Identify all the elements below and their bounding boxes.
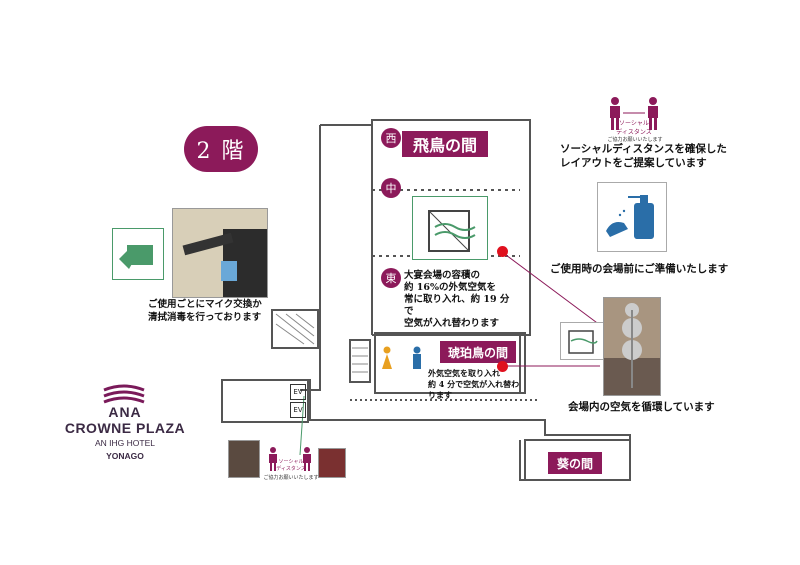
floor-badge: 2 階	[184, 126, 258, 172]
social-distance-sign-small-label: ソーシャル ディスタンス	[276, 459, 306, 472]
restroom-female-icon	[382, 346, 392, 369]
connector-ev	[299, 395, 305, 456]
stair-kohaku	[349, 339, 371, 383]
microphone-note: ご使用ごとにマイク交換か 清拭消毒を行っております	[148, 299, 262, 323]
logo-brand-line2: CROWNE PLAZA	[64, 420, 186, 436]
elevator-photo	[228, 440, 260, 478]
direction-middle-badge: 中	[381, 178, 401, 198]
social-distance-sign-small	[269, 447, 311, 471]
crowne-plaza-logo-mark	[103, 384, 145, 404]
social-distance-note: ソーシャルディスタンスを確保した レイアウトをご提案しています	[560, 143, 727, 169]
window-air-icon	[428, 210, 476, 252]
sanitizer-sign	[597, 182, 667, 252]
social-distance-sign-label: ソーシャル ディスタンス	[616, 120, 652, 136]
direction-west-badge: 西	[381, 128, 401, 148]
mic-disinfect-sign	[112, 228, 164, 280]
connector-circulation	[501, 251, 613, 335]
microphone-photo	[172, 208, 268, 298]
kohaku-wall	[374, 332, 526, 394]
window-air-icon	[568, 330, 598, 354]
person-icon	[610, 97, 658, 130]
logo-brand-line1: ANA	[108, 404, 142, 420]
main-hall-air-note: 大宴会場の容積の 約 16%の外気空気を 常に取り入れ、約 19 分で 空気が入…	[404, 270, 510, 329]
disinfectant-note: ご使用時の会場前にご準備いたします	[550, 263, 729, 275]
window-air-sign	[412, 196, 488, 260]
hall-wall-west	[300, 125, 321, 391]
fan-photo	[603, 297, 661, 396]
stair-left	[271, 309, 319, 349]
circulation-note: 会場内の空気を循環しています	[568, 401, 715, 413]
restroom-icons	[382, 346, 421, 369]
person-icon	[269, 447, 311, 471]
social-distance-request-small: ご協力お願いいたします	[263, 475, 319, 481]
elevator-label-1: EV	[290, 384, 306, 400]
circulation-sign	[560, 322, 604, 360]
direction-east-badge: 東	[381, 268, 401, 288]
room-aoi-title: 葵の間	[548, 452, 602, 474]
elevator-block	[221, 379, 309, 423]
sanitizer-marker	[497, 246, 508, 257]
logo-city: YONAGO	[106, 451, 144, 461]
aoi-wall	[524, 439, 631, 481]
room-asuka-title: 飛鳥の間	[402, 131, 488, 157]
logo-brand-line3: AN IHG HOTEL	[95, 438, 155, 448]
elevator-label-2: EV	[290, 402, 306, 418]
social-distance-request: ご協力お願いいたします	[607, 137, 663, 143]
restroom-male-icon	[413, 346, 421, 369]
social-distance-sign	[610, 97, 658, 130]
room-kohaku-title: 琥珀鳥の間	[440, 341, 516, 363]
hand-sanitizer-icon	[606, 195, 654, 239]
sign-stand-photo	[318, 448, 346, 478]
kohaku-air-note: 外気空気を取り入れ 約 4 分で空気が入れ替わります	[428, 368, 520, 400]
kohaku-marker	[497, 361, 508, 372]
